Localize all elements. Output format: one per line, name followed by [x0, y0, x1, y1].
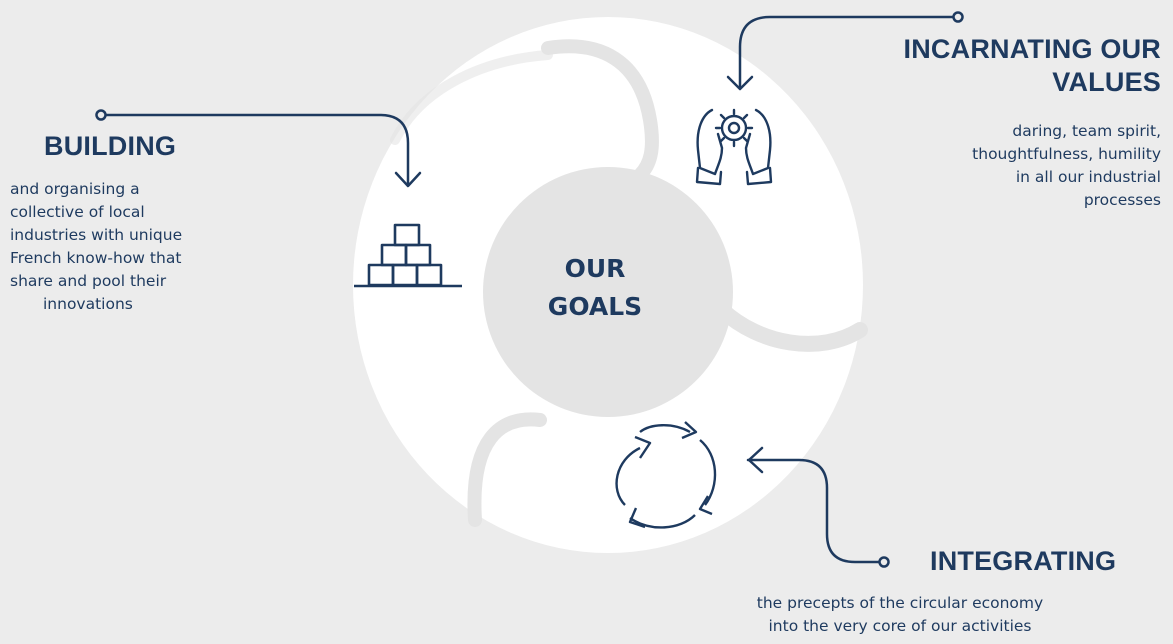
values-desc-line: processes: [1083, 191, 1161, 209]
petal-divider-left: [390, 50, 553, 145]
petal-divider-top: [541, 39, 659, 182]
values-desc-line: daring, team spirit,: [1012, 122, 1161, 140]
building-desc-line: and organising a: [10, 180, 140, 198]
integrating-arrowhead: [747, 446, 764, 474]
building-desc-line: share and pool their: [10, 272, 167, 290]
values-desc-line: in all our industrial: [1015, 168, 1161, 186]
ring: [353, 17, 868, 553]
building-desc-line: innovations: [43, 295, 133, 313]
values-connector-line: [738, 15, 955, 90]
integrating-desc-line: the precepts of the circular economy: [756, 594, 1044, 612]
building-arrowhead: [394, 171, 422, 188]
values-arrowhead: [726, 75, 754, 91]
center-label: OUR GOALS: [540, 250, 650, 326]
petal-divider-right: [714, 302, 868, 352]
integrating-desc-line: into the very core of our activities: [768, 617, 1032, 635]
integrating-description: the precepts of the circular economy int…: [700, 592, 1100, 638]
building-connector-dot: [95, 109, 107, 121]
building-desc-line: industries with unique: [10, 226, 183, 244]
connectors: [95, 11, 964, 568]
values-connector-dot: [952, 11, 964, 23]
integrating-connector-line: [746, 458, 881, 564]
center-label-line2: GOALS: [547, 292, 643, 321]
values-desc-line: thoughtfulness, humility: [972, 145, 1161, 163]
values-title: INCARNATING OUR VALUES: [831, 33, 1161, 99]
values-title-line2: VALUES: [1052, 67, 1161, 97]
center-disc: [483, 167, 733, 417]
building-title: BUILDING: [44, 131, 177, 161]
center-label-line1: OUR: [564, 254, 626, 283]
hands-gear-icon: [695, 108, 773, 186]
building-description: and organising a collective of local ind…: [10, 178, 250, 316]
bricks-icon: [354, 223, 462, 288]
petal-divider-bottom: [467, 412, 547, 527]
building-desc-line: French know-how that: [10, 249, 182, 267]
building-connector-line: [104, 113, 410, 187]
building-desc-line: collective of local: [10, 203, 145, 221]
integrating-connector-dot: [878, 556, 890, 568]
recycle-arrows-icon: [615, 421, 717, 529]
values-description: daring, team spirit, thoughtfulness, hum…: [901, 120, 1161, 212]
values-title-line1: INCARNATING OUR: [903, 34, 1161, 64]
integrating-title: INTEGRATING: [930, 546, 1117, 576]
